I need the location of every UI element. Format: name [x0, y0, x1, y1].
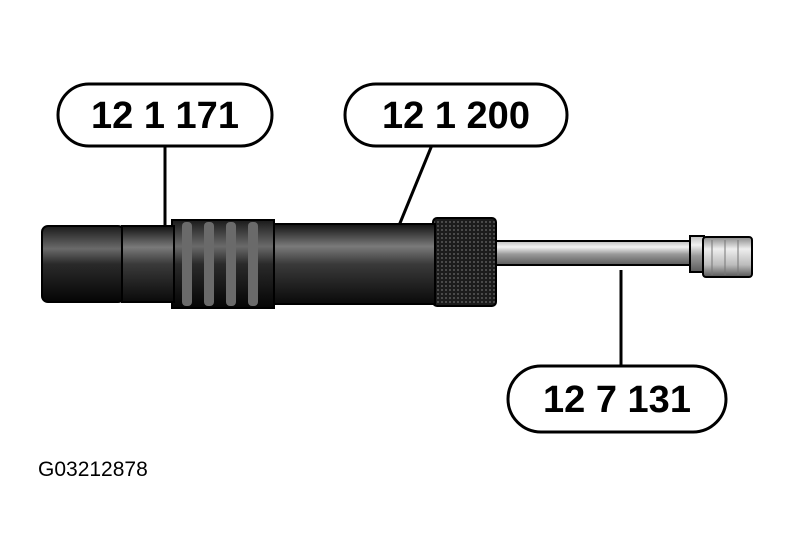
callout-label-nut-socket: 12 1 171 — [91, 95, 239, 137]
leader-line-sleeve — [396, 144, 434, 229]
nut-socket-part — [41, 225, 175, 303]
callout-label-rod: 12 7 131 — [543, 379, 691, 421]
figure-id: G03212878 — [38, 458, 148, 481]
callout-bubble-sleeve — [343, 82, 569, 148]
knurled-collar — [432, 217, 497, 307]
callout-bubble-rod — [506, 364, 728, 434]
rod-part — [489, 235, 753, 278]
threaded-section — [171, 219, 275, 309]
callout-label-sleeve: 12 1 200 — [382, 95, 530, 137]
sleeve-body — [271, 223, 436, 305]
callout-bubble-nut-socket — [56, 82, 274, 148]
